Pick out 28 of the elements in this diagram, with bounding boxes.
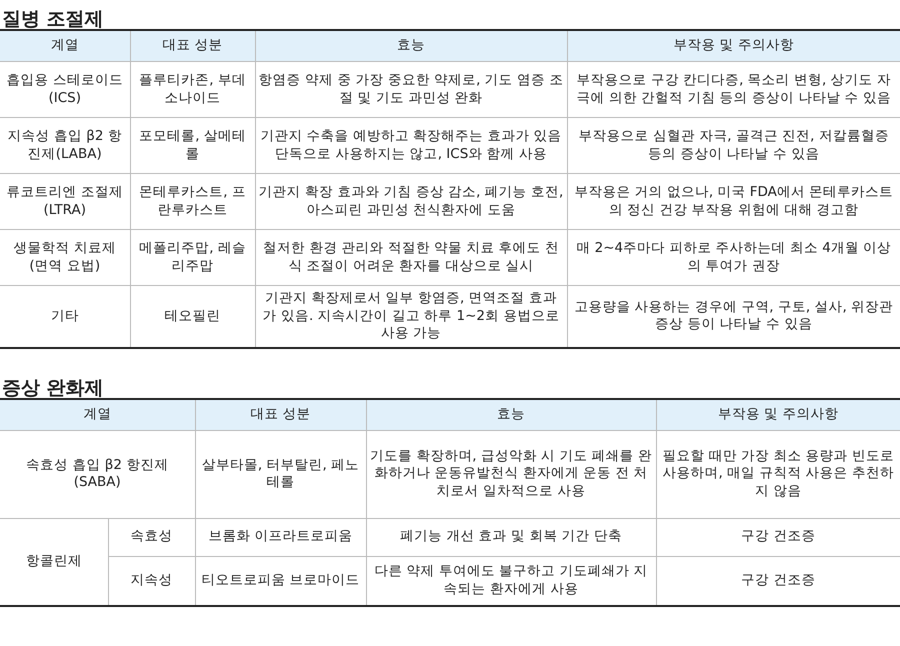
table-cell: 류코트리엔 조절제 (LTRA) (0, 174, 130, 230)
section-heading: 증상 완화제 (1, 376, 105, 396)
column-header: 부작용 및 주의사항 (656, 398, 900, 430)
column-header: 효능 (366, 398, 656, 430)
table-cell: 브롬화 이프라트로피움 (195, 518, 366, 556)
table-cell: 생물학적 치료제 (면역 요법) (0, 230, 130, 286)
table-cell: 흡입용 스테로이드(ICS) (0, 62, 130, 118)
table-cell: 속효성 (108, 518, 195, 556)
table-cell: 메폴리주맙, 레슬리주맙 (130, 230, 255, 286)
column-header: 부작용 및 주의사항 (567, 30, 900, 62)
table-cell: 철저한 환경 관리와 적절한 약물 치료 후에도 천식 조절이 어려운 환자를 대상으로 실시 (255, 230, 567, 286)
column-header: 계열 (0, 30, 130, 62)
table-cell: 몬테루카스트, 프란루카스트 (130, 174, 255, 230)
column-header: 대표 성분 (195, 398, 366, 430)
table-cell: 플루티카존, 부데소나이드 (130, 62, 255, 118)
section-heading: 질병 조절제 (1, 7, 105, 28)
table-cell: 항염증 약제 중 가장 중요한 약제로, 기도 염증 조절 및 기도 과민성 완화 (255, 62, 567, 118)
column-header: 효능 (255, 30, 567, 62)
table-cell: 살부타몰, 터부탈린, 페노테롤 (195, 430, 366, 518)
table-cell: 속효성 흡입 β2 항진제 (SABA) (0, 430, 195, 518)
table-cell: 기관지 수축을 예방하고 확장해주는 효과가 있음 단독으로 사용하지는 않고, ICS와 함께 사용 (255, 118, 567, 174)
column-header: 계열 (0, 398, 195, 430)
table-cell: 포모테롤, 살메테롤 (130, 118, 255, 174)
table-cell: 기관지 확장 효과와 기침 증상 감소, 폐기능 호전, 아스피린 과민성 천식환자에 도움 (255, 174, 567, 230)
table-cell: 지속성 흡입 β2 항진제(LABA) (0, 118, 130, 174)
table-cell: 폐기능 개선 효과 및 회복 기간 단축 (366, 518, 656, 556)
table-cell: 기도를 확장하며, 급성악화 시 기도 폐쇄를 완화하거나 운동유발천식 환자에게 운동 전 처치로서 일차적으로 사용 (366, 430, 656, 518)
column-header: 대표 성분 (130, 30, 255, 62)
